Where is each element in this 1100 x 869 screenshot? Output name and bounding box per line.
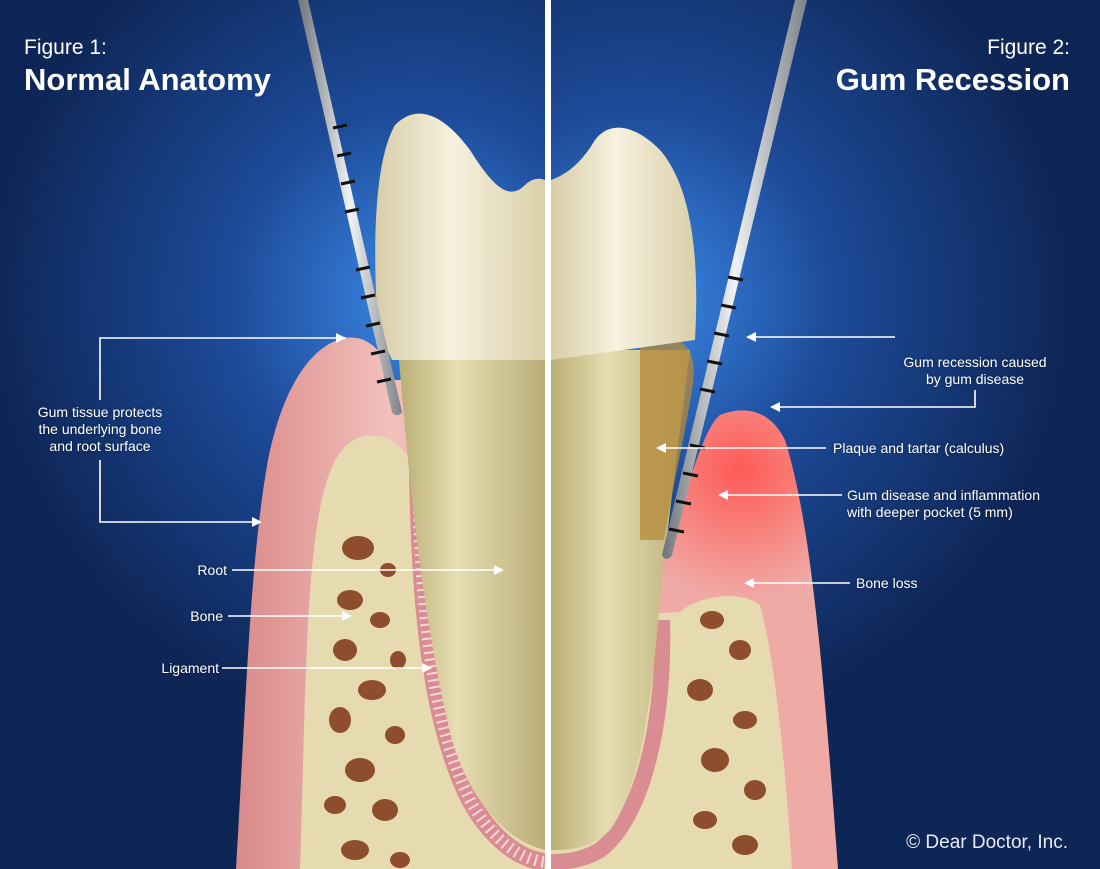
bone-callout: Bone [190, 608, 223, 624]
periodontal-probe-right [662, 0, 807, 559]
gum-tissue-callout: Gum tissue protects the underlying bone … [37, 404, 163, 454]
figure1-label: Figure 1: [24, 36, 107, 59]
gum-recession-panel [551, 0, 1100, 869]
copyright-credit: © Dear Doctor, Inc. [906, 832, 1068, 853]
recession-callout: Gum recession caused by gum disease [903, 354, 1047, 387]
figure2-label: Figure 2: [987, 36, 1070, 59]
bone-loss-callout: Bone loss [856, 575, 918, 591]
plaque-callout: Plaque and tartar (calculus) [833, 440, 1005, 456]
callout-arrowheads [252, 332, 780, 673]
periodontal-probe [298, 0, 402, 415]
bone-marrow-right [687, 611, 766, 855]
root-callout: Root [197, 562, 227, 578]
inflammation-callout: Gum disease and inflammation with deeper… [847, 487, 1040, 520]
plaque-calculus [640, 337, 694, 540]
figure1-title: Normal Anatomy [24, 62, 271, 97]
tooth-crown [375, 113, 545, 360]
callout-leaders [99, 336, 976, 669]
ligament-callout: Ligament [161, 660, 219, 676]
normal-anatomy-panel [0, 0, 545, 869]
figure2-title: Gum Recession [835, 62, 1070, 97]
bone-marrow [324, 536, 410, 868]
tooth-root [398, 350, 545, 850]
panel-divider [545, 0, 551, 869]
tooth-crown-right [551, 127, 697, 360]
